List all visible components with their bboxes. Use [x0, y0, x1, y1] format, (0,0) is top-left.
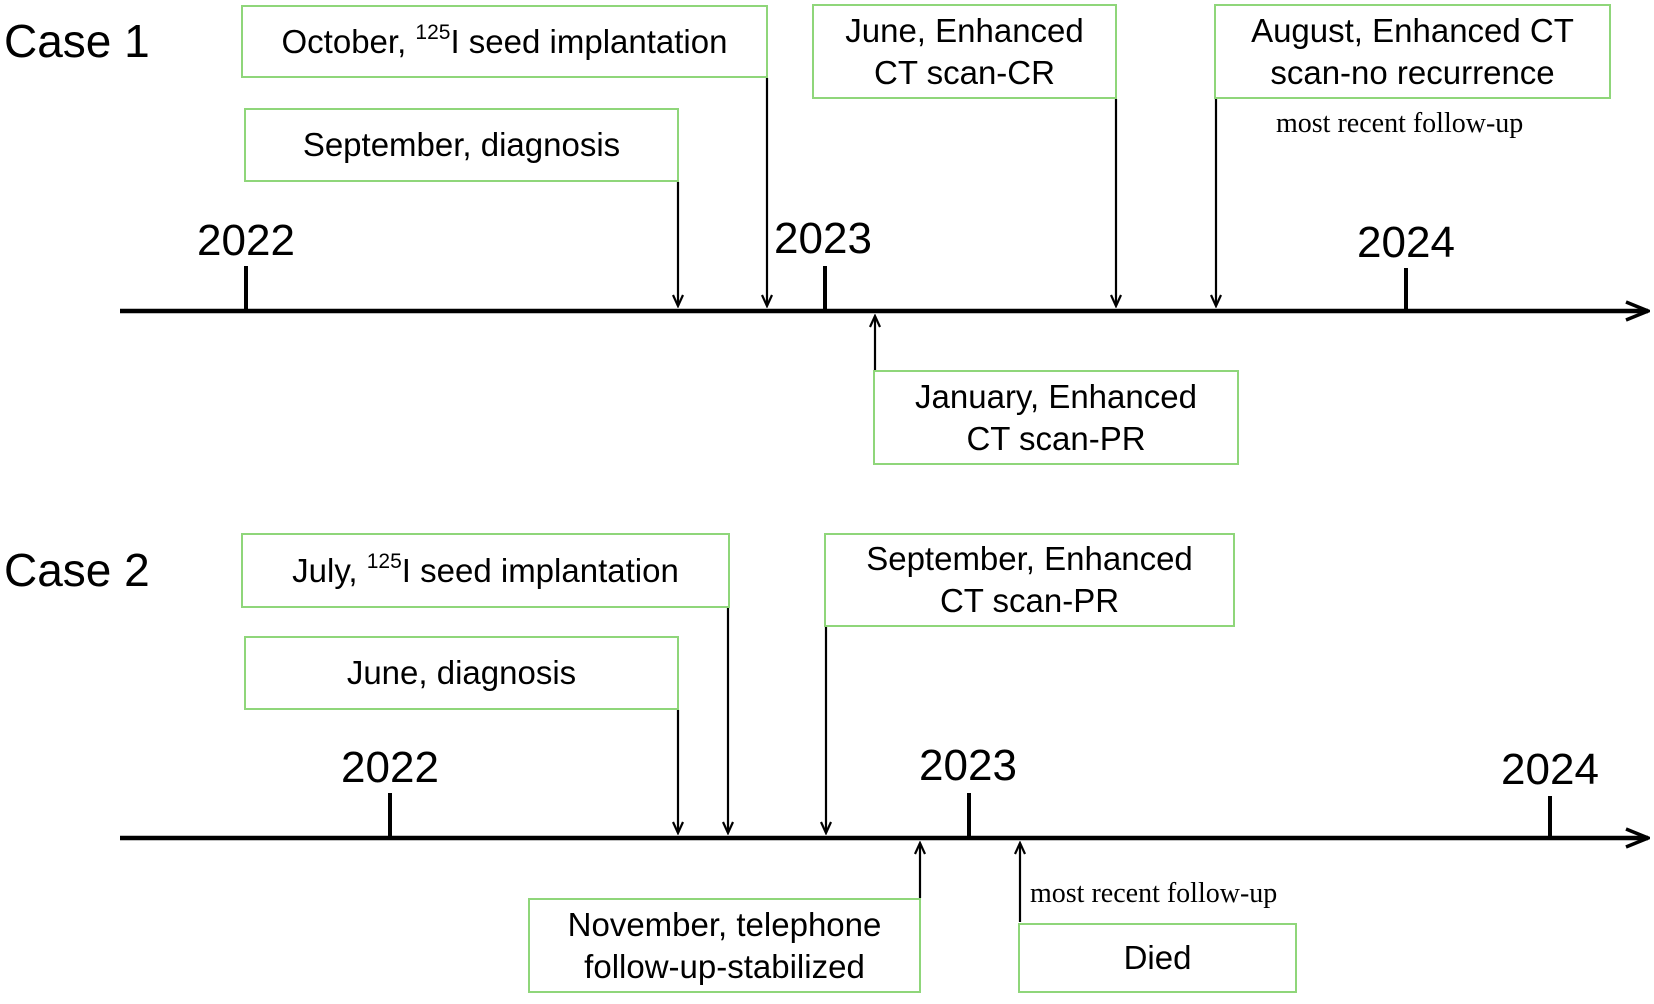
event-line-1: June, Enhanced [845, 11, 1084, 49]
case2-event-died-text: Died [1123, 939, 1192, 976]
case1-event-jan-ct: January, Enhanced CT scan-PR [873, 370, 1239, 465]
event-line-2: CT scan-PR [939, 582, 1120, 619]
case1-event-oct-seed: October, 125I seed implantation [241, 5, 768, 78]
event-line-2: CT scan-CR [874, 53, 1055, 91]
case2-event-jul-seed: July, 125I seed implantation [241, 533, 730, 608]
case1-year-2022: 2022 [197, 216, 295, 265]
case2-year-2023: 2023 [919, 741, 1017, 790]
event-description: I seed implantation [450, 22, 728, 60]
event-line-1: September, Enhanced [866, 540, 1193, 577]
case2-event-sep-ct: September, Enhanced CT scan-PR [824, 533, 1235, 627]
case2-event-jun-diag-text: June, diagnosis [346, 654, 577, 691]
case1-event-sep-diag: September, diagnosis [244, 108, 679, 182]
case2-event-jul-seed-text: July, 125I seed implantation [292, 550, 679, 592]
case2-year-2024: 2024 [1501, 745, 1599, 794]
case2-event-jun-diag: June, diagnosis [244, 636, 679, 710]
case1-year-2023: 2023 [774, 214, 872, 263]
case2-note-recent-follow-up: most recent follow-up [1030, 878, 1278, 909]
case1-note-recent-follow-up: most recent follow-up [1276, 108, 1524, 139]
event-line-1: January, Enhanced [915, 377, 1197, 415]
event-month: July, [292, 551, 367, 589]
event-month: October, [281, 22, 416, 60]
case1-title: Case 1 [4, 15, 150, 67]
case1-year-2024: 2024 [1357, 218, 1455, 267]
case2-event-died: Died [1018, 923, 1297, 993]
event-line-1: August, Enhanced CT [1251, 11, 1574, 49]
event-line-2: CT scan-PR [966, 419, 1146, 457]
case2-event-nov-tel: November, telephone follow-up-stabilized [528, 898, 921, 993]
isotope-superscript: 125 [366, 549, 402, 573]
case2-title: Case 2 [4, 544, 150, 596]
case1-event-oct-seed-text: October, 125I seed implantation [282, 21, 728, 63]
event-line-2: follow-up-stabilized [584, 947, 865, 985]
event-description: I seed implantation [401, 551, 679, 589]
case1-event-jun-ct: June, Enhanced CT scan-CR [812, 4, 1117, 99]
event-line-1: November, telephone [567, 905, 882, 943]
case1-event-aug-ct: August, Enhanced CT scan-no recurrence [1214, 4, 1611, 99]
case1-event-sep-diag-text: September, diagnosis [302, 126, 621, 163]
isotope-superscript: 125 [415, 20, 451, 44]
case2-year-2022: 2022 [341, 743, 439, 792]
event-line-2: scan-no recurrence [1270, 53, 1555, 91]
